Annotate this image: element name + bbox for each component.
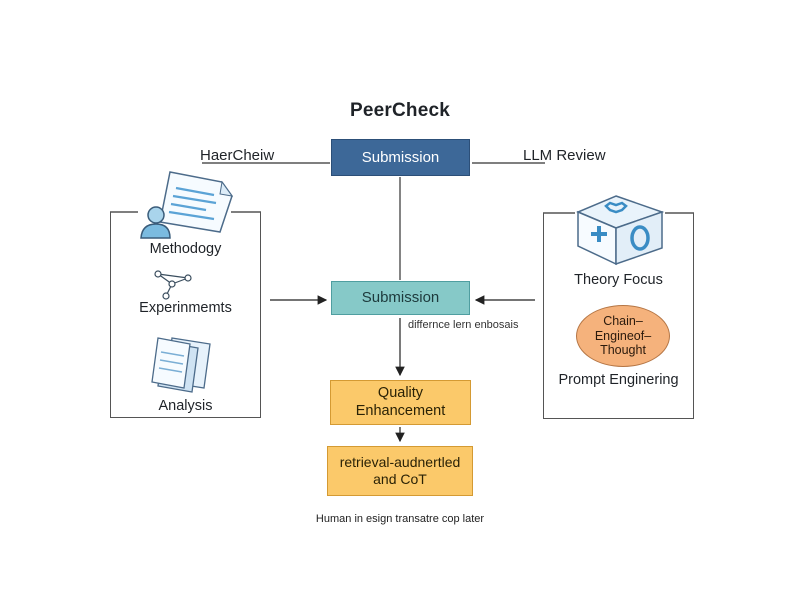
theory-focus-label: Theory Focus — [574, 272, 663, 288]
rag-cot-box: retrieval-audnertled and CoT — [327, 446, 473, 496]
page-title: PeerCheck — [349, 100, 451, 121]
top-submission-box: Submission — [331, 139, 470, 176]
person-icon — [140, 206, 171, 239]
network-icon — [154, 270, 192, 300]
quality-enhancement-box: Quality Enhancement — [330, 380, 471, 425]
mid-submission-box: Submission — [331, 281, 470, 315]
footer-note: Human in esign transatre cop later — [315, 513, 485, 525]
chain-of-thought-label: Chain–Engineof–Thought — [594, 314, 652, 358]
right-panel — [543, 213, 694, 419]
left-panel — [110, 212, 261, 418]
chain-of-thought-circle: Chain–Engineof–Thought — [576, 305, 670, 367]
cube-icon — [576, 195, 665, 266]
analysis-label: Analysis — [158, 398, 213, 414]
quality-enhancement-label: Quality Enhancement — [355, 385, 446, 419]
right-header-label: LLM Review — [523, 147, 606, 164]
rag-cot-label: retrieval-audnertled and CoT — [339, 454, 461, 487]
experiments-label: Experinmemts — [139, 300, 232, 316]
mid-annotation: differnce lern enbosais — [408, 319, 519, 331]
stacked-documents-icon — [151, 337, 211, 393]
prompt-engineering-label: Prompt Enginering — [558, 372, 679, 388]
methodology-label: Methodogy — [149, 241, 222, 257]
left-header-label: HaerCheiw — [200, 147, 275, 164]
